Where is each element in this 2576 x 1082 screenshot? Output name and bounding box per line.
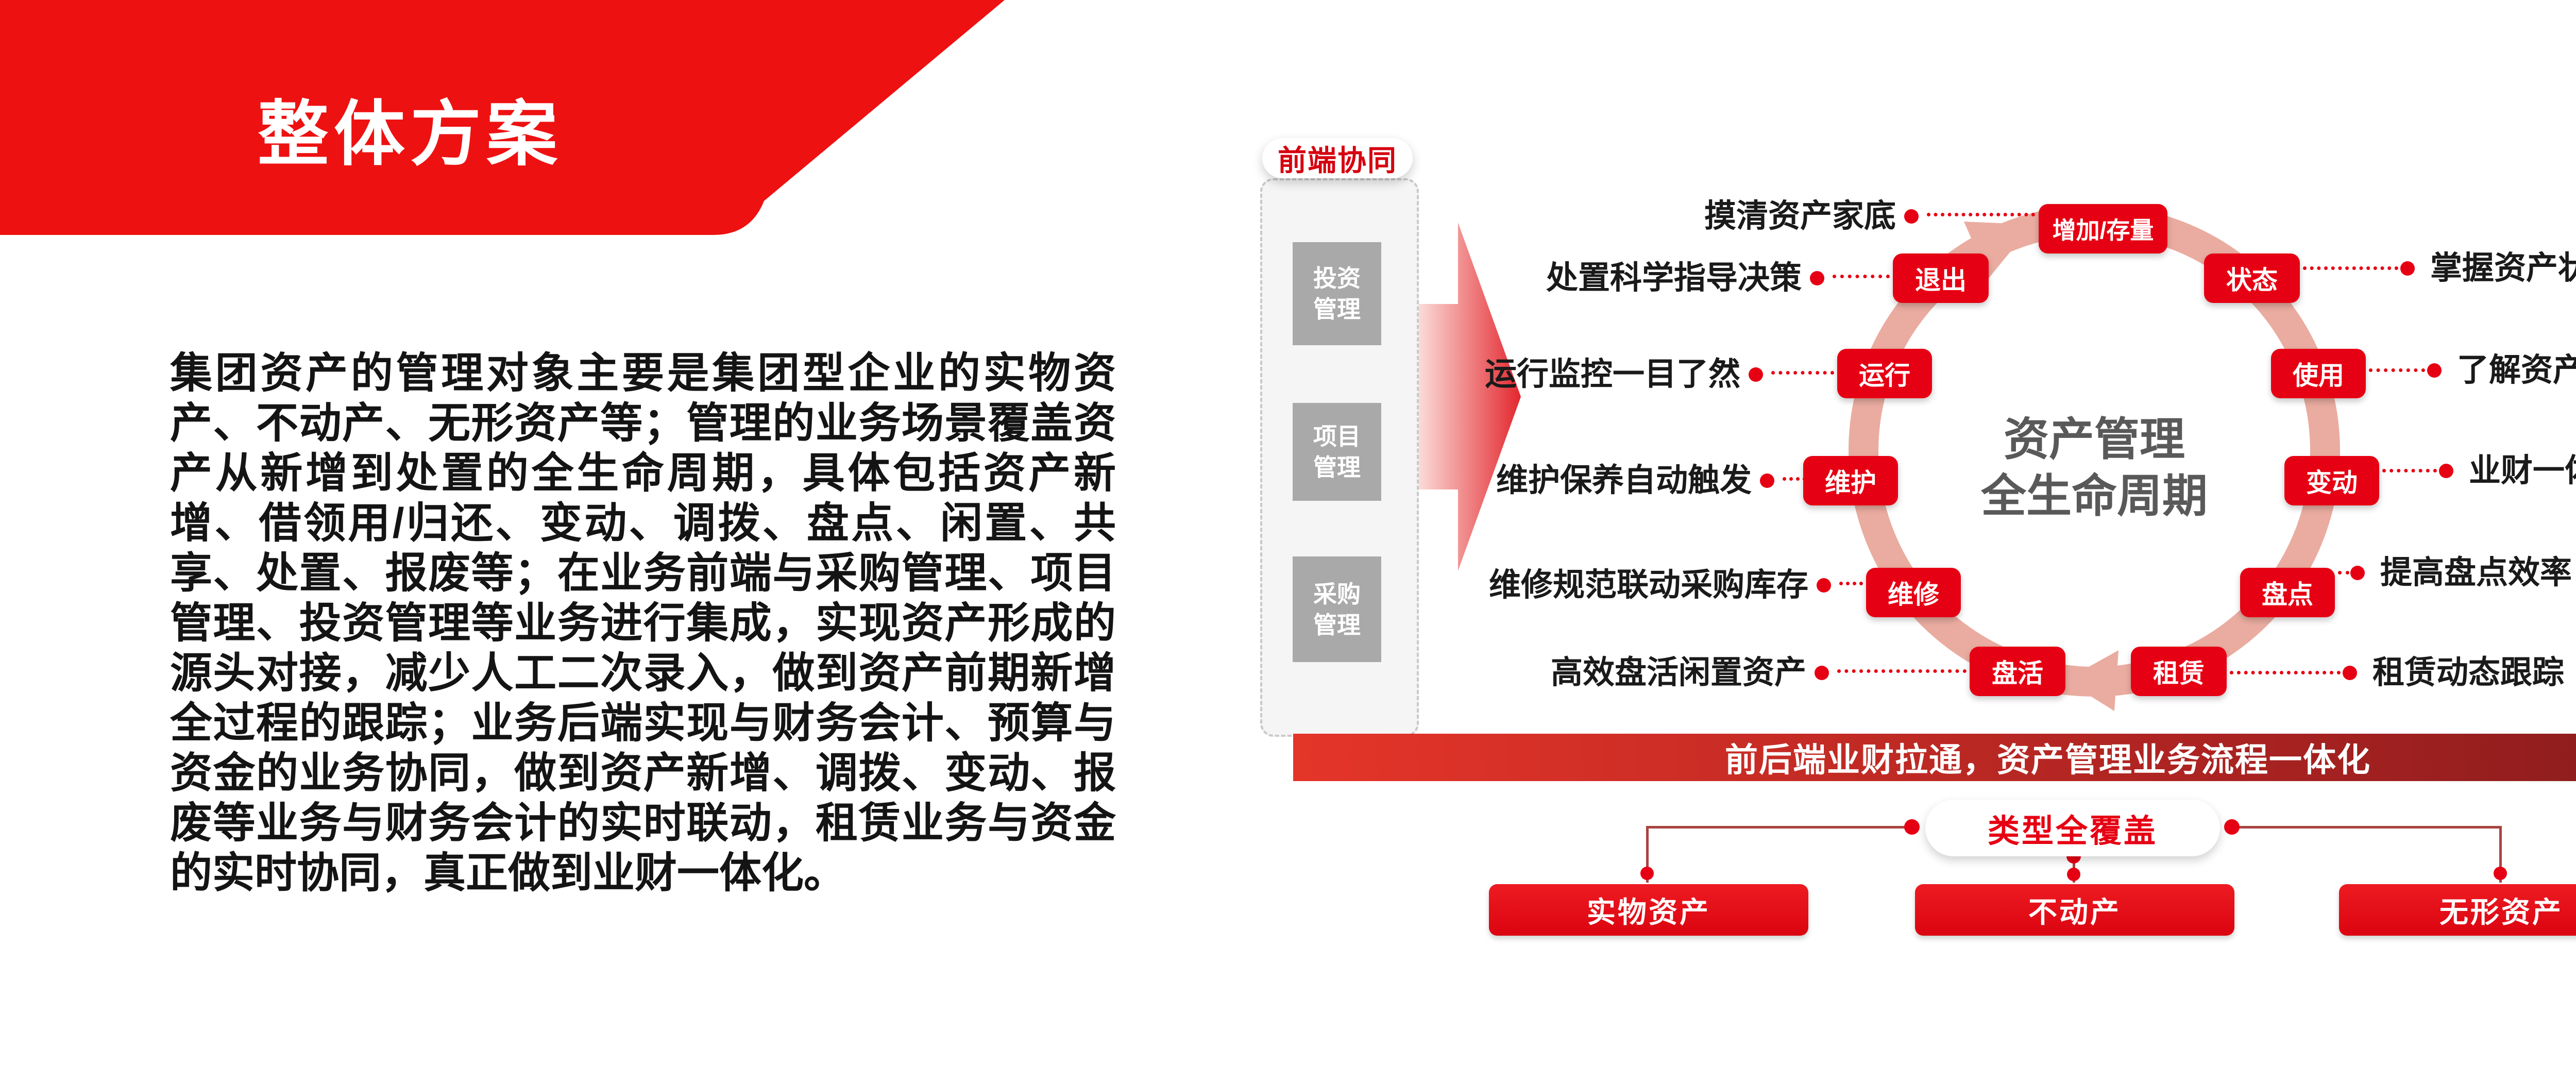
label-inventory-efficiency: 提高盘点效率 <box>2380 555 2572 590</box>
page-title: 整体方案 <box>258 95 563 174</box>
label-maintenance-trigger: 维护保养自动触发 <box>1496 463 1752 498</box>
connector-dot <box>2067 868 2080 881</box>
label-business-finance-integration: 业财一体化 <box>2469 453 2576 488</box>
leader-line <box>2230 671 2341 674</box>
connector-line <box>1647 826 1911 829</box>
leader-line <box>1771 371 1834 375</box>
type-button-real-estate: 不动产 <box>1915 884 2234 936</box>
connector-dot <box>2494 867 2507 880</box>
leader-dot <box>1749 367 1763 382</box>
label-asset-distribution: 了解资产分布 <box>2457 352 2576 388</box>
intro-paragraph: 集团资产的管理对象主要是集团型企业的实物资产、不动产、无形资产等；管理的业务场景… <box>170 350 1116 897</box>
title-banner-shape <box>0 0 1005 235</box>
leader-dot <box>1810 271 1824 285</box>
cycle-node-exit: 退出 <box>1893 253 1989 303</box>
ring-arrowhead-bottom-icon <box>2065 650 2119 711</box>
leader-dot <box>2427 363 2442 378</box>
label-lease-tracking: 租赁动态跟踪 <box>2372 655 2565 690</box>
leader-dot <box>1760 474 1774 488</box>
label-clarify-asset-base: 摸清资产家底 <box>1704 198 1896 234</box>
lifecycle-center-line1: 资产管理 <box>2003 414 2185 465</box>
lifecycle-center-line2: 全生命周期 <box>1980 470 2208 521</box>
leader-line <box>1837 669 1967 673</box>
leader-dot <box>2350 566 2365 580</box>
cycle-node-inventory: 盘点 <box>2240 568 2335 617</box>
module-label: 项目管理 <box>1313 423 1361 481</box>
label-repair-procurement: 维修规范联动采购库存 <box>1488 567 1808 603</box>
connector-dot <box>1904 819 1920 835</box>
cycle-node-change: 变动 <box>2284 456 2379 505</box>
module-label: 采购管理 <box>1313 580 1361 638</box>
label-operation-monitoring: 运行监控一目了然 <box>1484 357 1740 392</box>
module-label: 投资管理 <box>1313 265 1361 323</box>
label-grasp-asset-status: 掌握资产状态 <box>2430 250 2576 286</box>
module-investment-management: 投资管理 <box>1293 242 1381 345</box>
connector-line <box>2232 826 2500 829</box>
cycle-node-revitalize: 盘活 <box>1970 647 2065 696</box>
type-button-intangible-assets: 无形资产 <box>2339 884 2576 936</box>
bottom-banner-text: 前后端业财拉通，资产管理业务流程一体化 <box>1725 741 2371 779</box>
cycle-node-maintenance: 维护 <box>1803 456 1898 505</box>
front-end-pill: 前端协同 <box>1262 138 1413 178</box>
leader-dot <box>1815 666 1829 680</box>
leader-dot <box>2400 261 2415 276</box>
leader-dot <box>2343 666 2357 680</box>
leader-line <box>1927 213 2035 216</box>
leader-line <box>1783 477 1813 481</box>
leader-line <box>2382 469 2437 472</box>
type-button-physical-assets: 实物资产 <box>1489 884 1808 936</box>
leader-line <box>2338 571 2349 574</box>
leader-line <box>2303 266 2398 270</box>
module-procurement-management: 采购管理 <box>1293 556 1381 662</box>
connector-line <box>2499 826 2502 883</box>
module-project-management: 项目管理 <box>1293 403 1381 501</box>
leader-line <box>1839 582 1863 585</box>
label-idle-asset-revitalize: 高效盘活闲置资产 <box>1550 655 1806 690</box>
ring-arrowhead-top-icon <box>1964 222 2032 278</box>
cycle-node-add-stock: 增加/存量 <box>2039 204 2167 253</box>
leader-line <box>1833 275 1890 278</box>
bottom-banner: 前后端业财拉通，资产管理业务流程一体化 <box>1293 734 2576 781</box>
connector-line <box>1646 826 1649 883</box>
label-disposal-decision: 处置科学指导决策 <box>1546 260 1802 296</box>
front-end-flow-arrow-icon <box>1418 223 1521 571</box>
connector-dot <box>2224 819 2240 835</box>
cycle-node-repair: 维修 <box>1866 568 1961 617</box>
leader-dot <box>1904 209 1919 224</box>
leader-dot <box>1817 578 1831 593</box>
leader-line <box>2369 368 2425 372</box>
cycle-node-running: 运行 <box>1837 349 1932 398</box>
connector-dot <box>1640 867 1654 880</box>
cycle-node-lease: 租赁 <box>2131 647 2227 696</box>
cycle-node-usage: 使用 <box>2271 349 2366 398</box>
coverage-pill: 类型全覆盖 <box>1925 800 2220 856</box>
cycle-node-status: 状态 <box>2204 253 2300 303</box>
leader-dot <box>2439 464 2453 478</box>
lifecycle-center-title: 资产管理 全生命周期 <box>1888 411 2300 525</box>
